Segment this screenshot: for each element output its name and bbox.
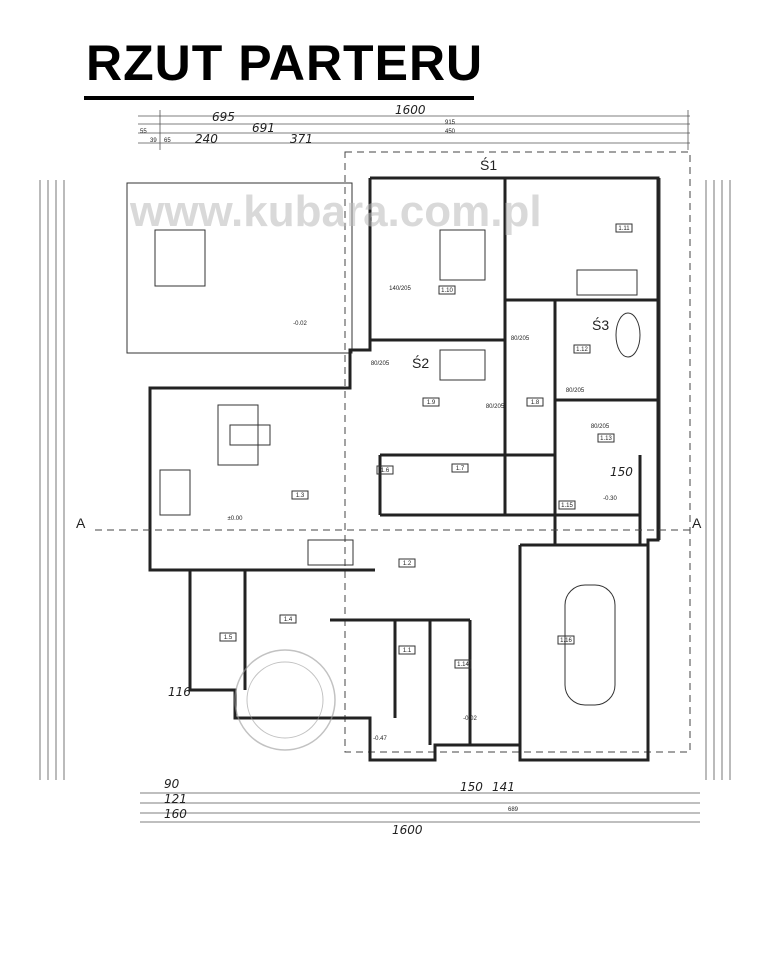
room-label-box (291, 490, 309, 500)
room-label: 1.13 (600, 436, 612, 442)
terrace-feature (154, 229, 206, 287)
room-label: 1.16 (560, 638, 572, 644)
room-label: 1.2 (403, 561, 412, 567)
section-mark-a-right: A (692, 515, 702, 531)
section-mark-s3: Ś3 (592, 316, 609, 333)
bed (439, 349, 486, 381)
dim-garage: 689 (508, 807, 519, 813)
room-label: 1.15 (561, 503, 573, 509)
room-label-box (597, 433, 615, 443)
dim-top-small-1: 55 (140, 129, 147, 135)
side-dimension-lines (39, 180, 731, 780)
coffee-table (229, 424, 271, 446)
level-mark: -0.02 (293, 321, 307, 327)
watermark: www.kubara.com.pl (129, 187, 542, 236)
level-marks: ±0.00 -0.02 -0.30 -0.47 -0.02 (228, 321, 618, 742)
bottom-dimension-lines (140, 792, 700, 823)
room-label: 1.1 (403, 648, 412, 654)
room-label-box (376, 465, 394, 475)
dim-right-top: 150 (610, 465, 633, 479)
dim-bottom-1: 90 (164, 777, 180, 791)
interior-walls (190, 178, 658, 745)
dim-top-left-4: 371 (290, 132, 313, 146)
door-labels: 80/205 80/205 80/205 80/205 140/205 80/205 (371, 286, 610, 430)
exterior-walls (148, 176, 661, 762)
stamp (234, 649, 336, 751)
terrace-outline (126, 182, 353, 354)
room-label-box (573, 344, 591, 354)
door-size-label: 80/205 (486, 404, 505, 410)
room-label-box (279, 614, 297, 624)
room-label-box (454, 659, 472, 669)
level-mark: -0.47 (373, 736, 387, 742)
room-label: 1.8 (531, 400, 540, 406)
top-dimension-lines (138, 110, 690, 150)
level-mark: -0.30 (603, 496, 617, 502)
dim-top-total: 1600 (395, 103, 426, 117)
title-underline (84, 96, 474, 100)
sofa (217, 404, 259, 466)
dim-top-left-2: 691 (252, 121, 275, 135)
dim-top-small-2: 39 (150, 138, 157, 144)
room-label-box (615, 223, 633, 233)
dim-bottom-5: 141 (492, 780, 515, 794)
section-mark-s1: Ś1 (480, 156, 497, 173)
level-mark: -0.02 (463, 716, 477, 722)
room-label: 1.9 (427, 400, 436, 406)
section-mark-a-left: A (76, 515, 86, 531)
room-label: 1.5 (224, 635, 233, 641)
car (564, 584, 616, 706)
bathtub (615, 312, 641, 358)
room-label: 1.4 (284, 617, 293, 623)
room-label: 1.11 (618, 226, 630, 232)
room-label-box (558, 500, 576, 510)
room-label-box (398, 645, 416, 655)
door-size-label: 80/205 (511, 336, 530, 342)
door-size-label: 140/205 (389, 286, 411, 292)
dim-top-right-2: 450 (445, 129, 456, 135)
room-labels: 1.1 1.2 1.3 1.4 1.5 1.6 1.7 1.8 1.9 1.10 1.11 1.12 1… (219, 223, 633, 669)
room-label: 1.10 (441, 288, 453, 294)
door-size-label: 80/205 (371, 361, 390, 367)
dim-left-note: 116 (168, 685, 191, 699)
dim-bottom-3: 160 (164, 807, 187, 821)
room-label: 1.6 (381, 468, 390, 474)
dim-bottom-2: 121 (164, 792, 187, 806)
room-label: 1.14 (457, 662, 469, 668)
dim-top-left-3: 240 (195, 132, 218, 146)
room-label-box (398, 558, 416, 568)
dim-bottom-total: 1600 (392, 823, 423, 837)
dim-top-left-1: 695 (212, 110, 235, 124)
plan-title: RZUT PARTERU (86, 35, 484, 91)
room-label-box (557, 635, 575, 645)
stamp-inner (246, 661, 324, 739)
room-label-box (451, 463, 469, 473)
room-label: 1.12 (576, 347, 588, 353)
room-label-box (526, 397, 544, 407)
furniture (159, 229, 641, 706)
room-label: 1.3 (296, 493, 305, 499)
dim-top-small-3: 65 (164, 138, 171, 144)
level-mark: ±0.00 (228, 516, 244, 522)
room-label-box (438, 285, 456, 295)
roof-outline (344, 151, 691, 753)
bed (439, 229, 486, 281)
dining-table (159, 469, 191, 516)
door-size-label: 80/205 (591, 424, 610, 430)
room-label-box (219, 632, 237, 642)
door-size-label: 80/205 (566, 388, 585, 394)
bed (576, 269, 638, 296)
dim-top-right-1: 915 (445, 120, 456, 126)
kitchen-island (307, 539, 354, 566)
room-label: 1.7 (456, 466, 465, 472)
dim-bottom-4: 150 (460, 780, 483, 794)
room-label-box (422, 397, 440, 407)
section-mark-s2: Ś2 (412, 354, 429, 371)
